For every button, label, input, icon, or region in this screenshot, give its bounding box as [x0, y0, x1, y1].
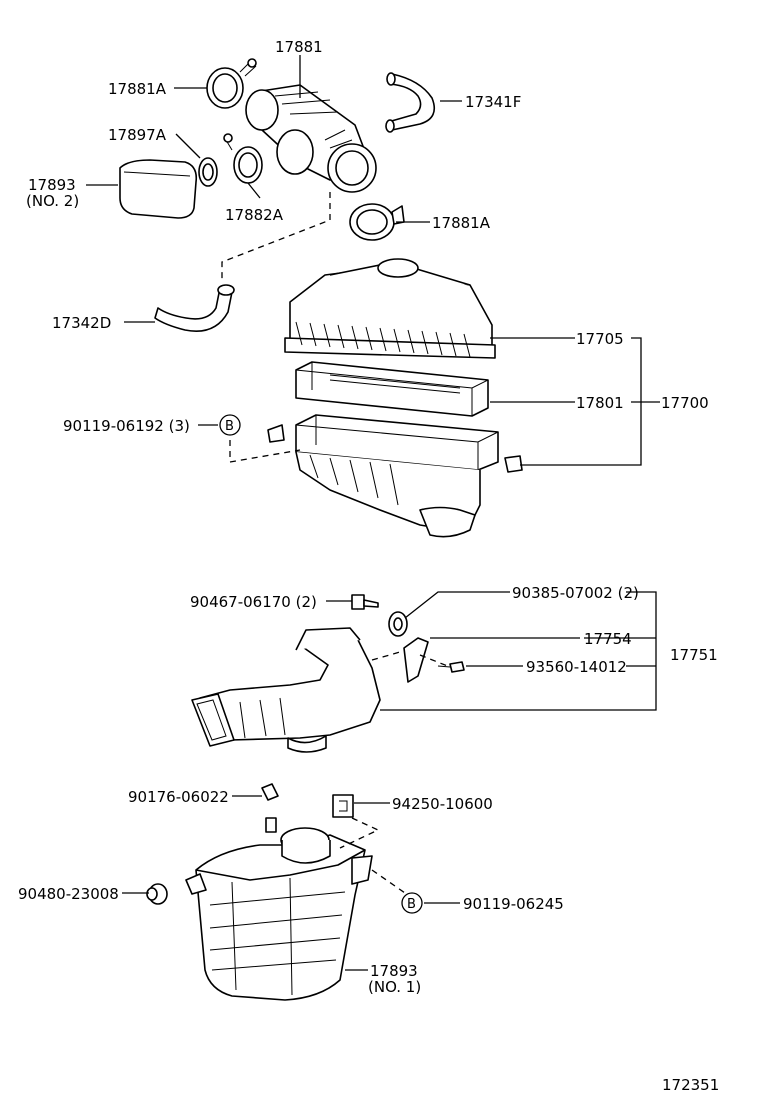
- label-17754: 17754: [584, 630, 632, 648]
- label-17342d: 17342D: [52, 314, 111, 332]
- clamp-17882a: [223, 133, 263, 184]
- label-17893-no1-sub: (NO. 1): [368, 978, 421, 996]
- label-17881a-top: 17881A: [108, 80, 167, 98]
- ref-b-circle-2: [401, 892, 423, 914]
- air-inlet-17751: [191, 627, 381, 753]
- bracket-17754: [403, 637, 429, 683]
- label-90385: 90385-07002 (2): [512, 584, 639, 602]
- label-17700: 17700: [661, 394, 709, 412]
- connection-dash-4: [339, 817, 406, 894]
- plug-90480: [146, 883, 168, 905]
- filter-element-17801: [295, 361, 489, 417]
- label-90480: 90480-23008: [18, 885, 119, 903]
- label-17341f: 17341F: [465, 93, 521, 111]
- label-94250: 94250-10600: [392, 795, 493, 813]
- label-90176: 90176-06022: [128, 788, 229, 806]
- label-17897a: 17897A: [108, 126, 167, 144]
- gasket-17897a: [198, 157, 218, 187]
- label-17881: 17881: [275, 38, 323, 56]
- ref-b-label-2: B: [407, 897, 416, 912]
- connection-dash-1: [221, 192, 331, 282]
- leader-lines-middle: [326, 591, 657, 711]
- label-17801: 17801: [576, 394, 624, 412]
- label-17882a: 17882A: [225, 206, 284, 224]
- nut-94250: [332, 794, 354, 818]
- air-cleaner-case: [267, 414, 523, 538]
- label-17881a-right: 17881A: [432, 214, 491, 232]
- grommet-90385: [388, 611, 408, 637]
- resonator-17893-no2: [119, 159, 198, 219]
- leader-lines-bottom: [122, 795, 460, 971]
- diagram-number: 172351: [662, 1076, 719, 1094]
- label-17893-no2: 17893: [28, 176, 76, 194]
- label-17893-no2-sub: (NO. 2): [26, 192, 79, 210]
- ref-b-label-1: B: [225, 419, 234, 434]
- connection-dash-3: [371, 651, 451, 668]
- label-90467: 90467-06170 (2): [190, 593, 317, 611]
- hose-17341f: [385, 72, 436, 133]
- screw-93560: [437, 661, 465, 673]
- label-17705: 17705: [576, 330, 624, 348]
- leader-lines-top: [86, 55, 660, 466]
- connection-dash-2: [229, 440, 301, 463]
- hose-clamp-17881a-right: [349, 203, 405, 241]
- label-17893-no1: 17893: [370, 962, 418, 980]
- bolt-90467: [351, 594, 379, 610]
- clip-90176: [261, 783, 279, 801]
- hose-17342d: [154, 284, 235, 332]
- label-90119-06245: 90119-06245: [463, 895, 564, 913]
- label-17751: 17751: [670, 646, 718, 664]
- air-hose-17881: [245, 84, 377, 193]
- label-90119-06192: 90119-06192 (3): [63, 417, 190, 435]
- label-93560: 93560-14012: [526, 658, 627, 676]
- ref-b-circle-1: [219, 414, 241, 436]
- resonator-17893-no1: [185, 817, 373, 1001]
- hose-clamp-17881a-top: [206, 58, 257, 109]
- air-cleaner-cap-17705: [284, 258, 496, 359]
